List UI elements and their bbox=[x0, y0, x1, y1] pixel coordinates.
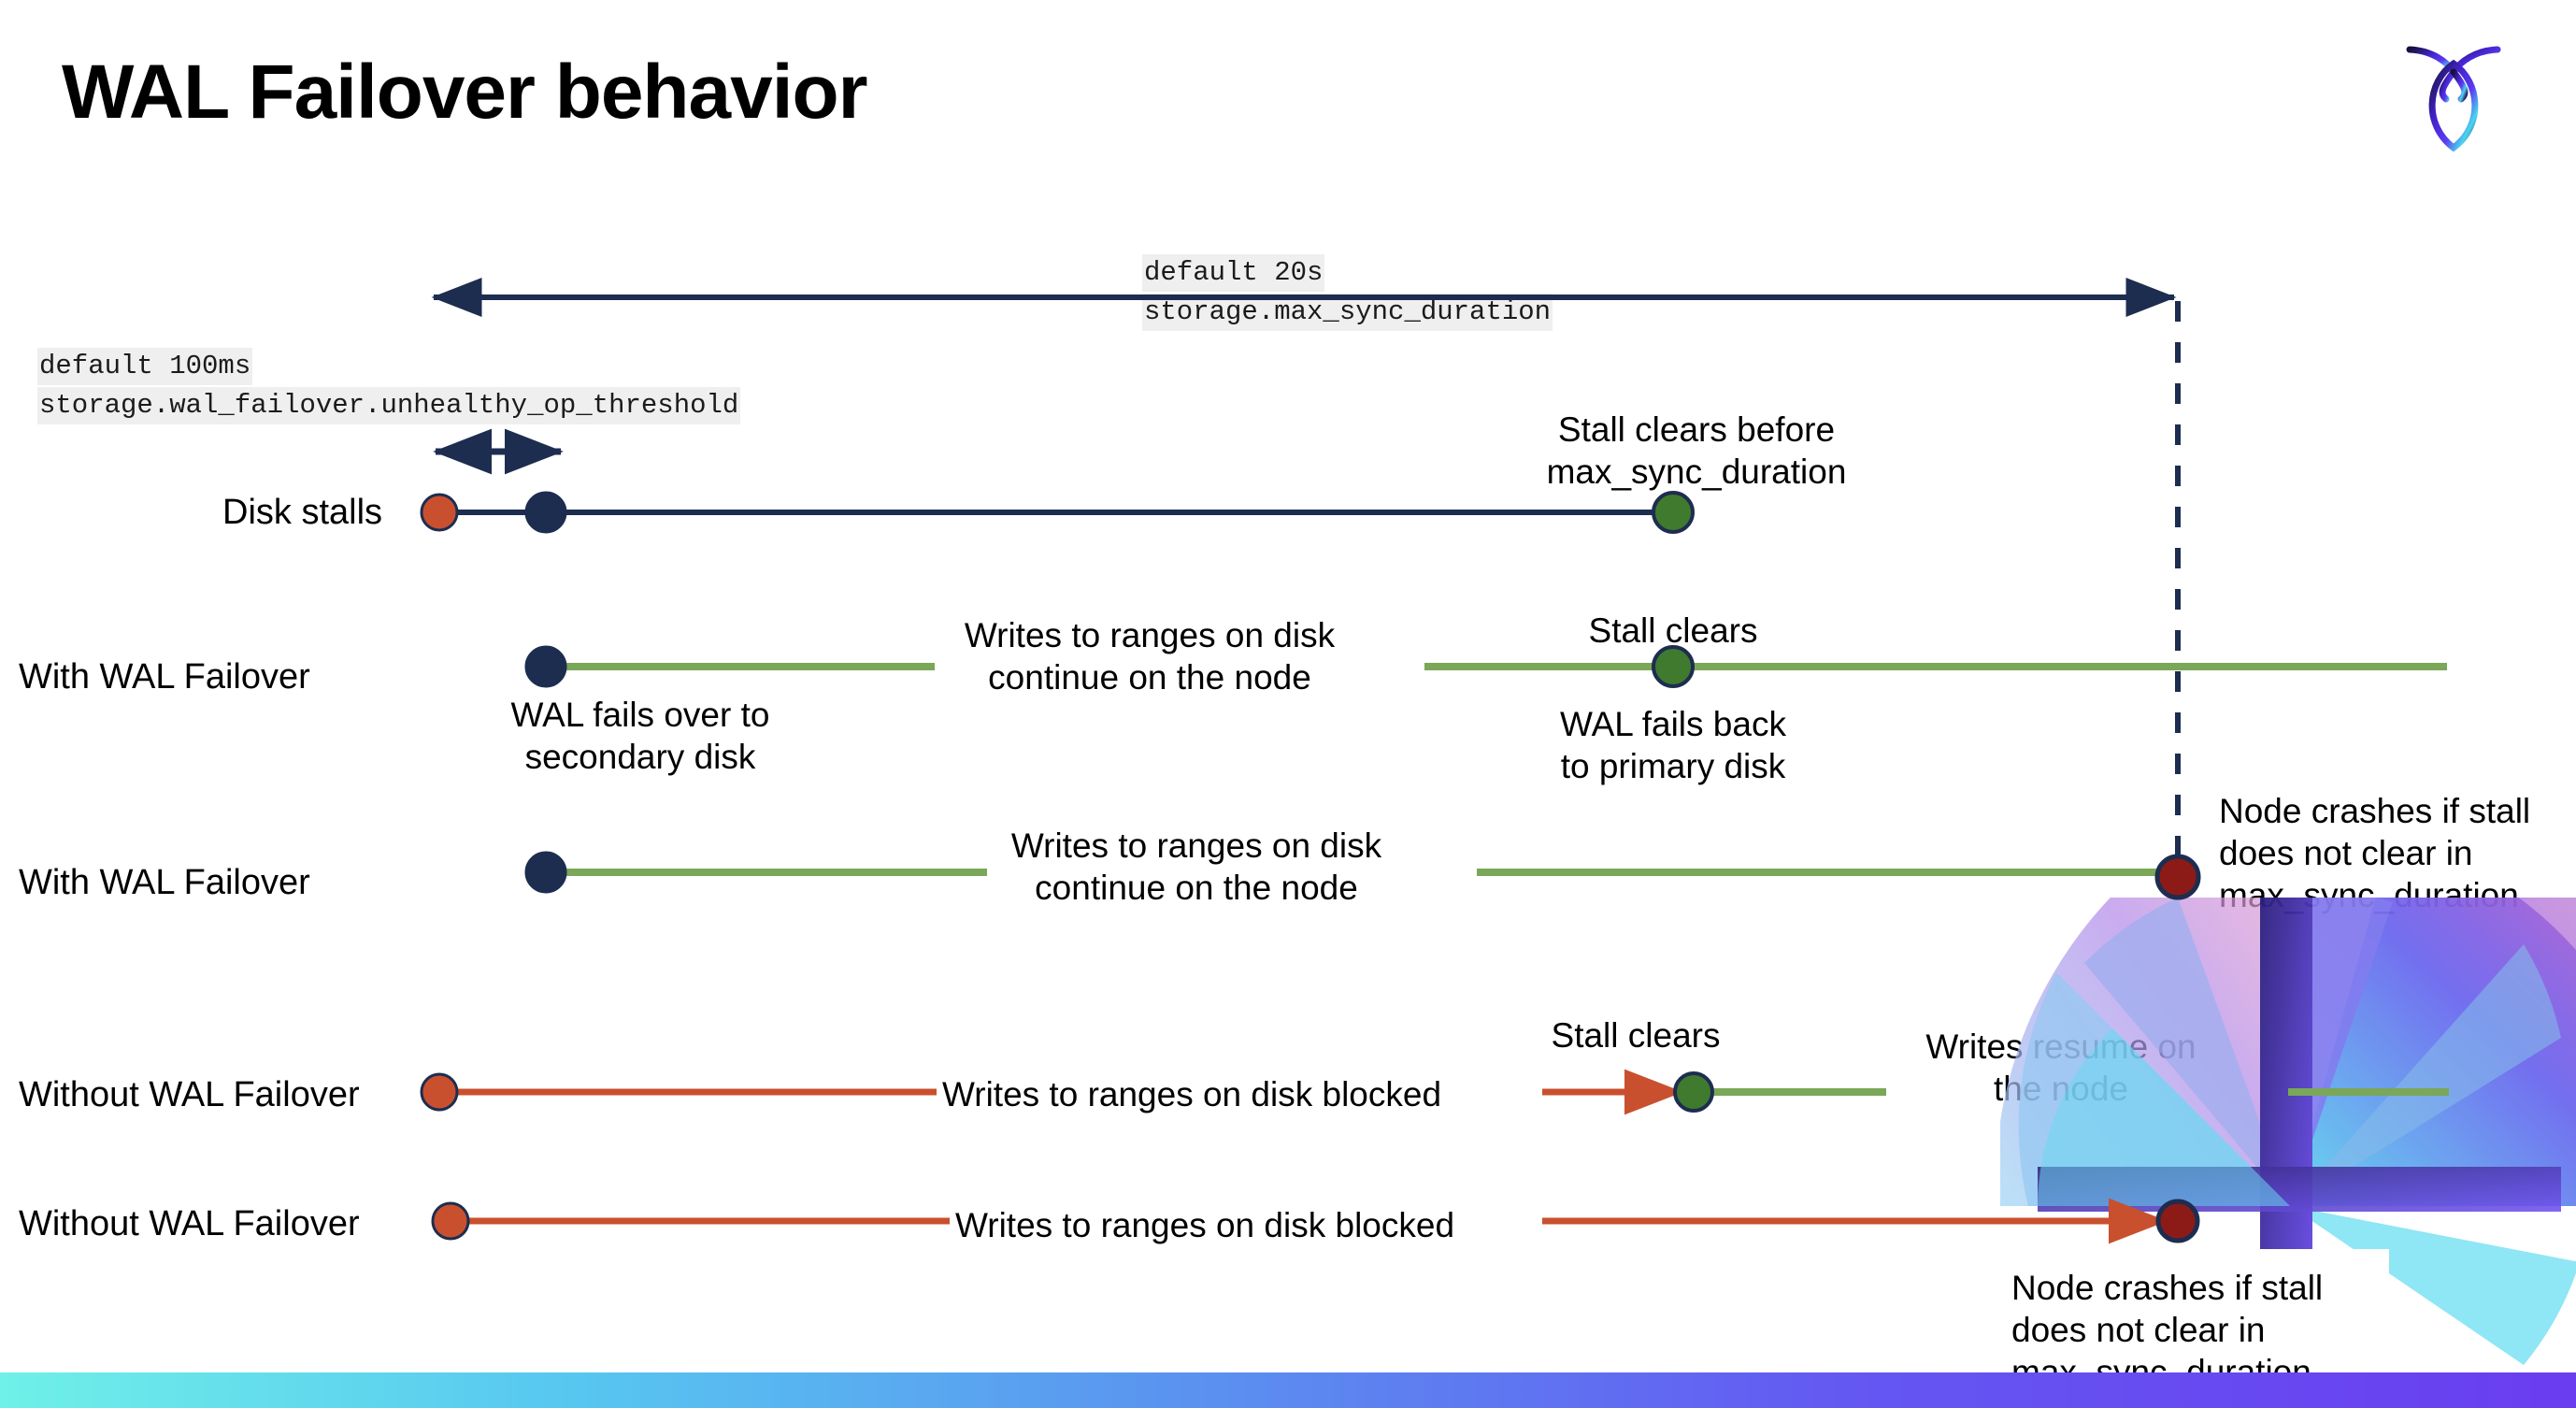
cockroach-logo-icon bbox=[2393, 28, 2514, 159]
row-label-with-wal-failover-clears: With WAL Failover bbox=[19, 657, 310, 697]
row4-stall-start-dot bbox=[420, 1072, 459, 1112]
note-wal-fails-back: WAL fails back to primary disk bbox=[1560, 705, 1786, 786]
row3-node-crash-dot bbox=[2154, 854, 2201, 900]
row2-failover-dot bbox=[524, 645, 567, 688]
note-writes-continue-row2: Writes to ranges on disk continue on the… bbox=[964, 616, 1336, 697]
note-writes-continue-row3: Writes to ranges on disk continue on the… bbox=[1010, 826, 1382, 908]
page-title: WAL Failover behavior bbox=[62, 50, 868, 135]
unhealthy-setting-label: storage.wal_failover.unhealthy_op_thresh… bbox=[37, 387, 741, 424]
row5-stall-start-dot bbox=[431, 1201, 470, 1241]
row5-node-crash-dot bbox=[2155, 1199, 2200, 1243]
row1-stall-clear-dot bbox=[1652, 491, 1695, 534]
row1-failover-dot bbox=[524, 491, 567, 534]
note-stall-clears-row4: Stall clears bbox=[1551, 1016, 1721, 1055]
row1-stall-start-dot bbox=[420, 493, 459, 532]
row-label-with-wal-failover-crash: With WAL Failover bbox=[19, 863, 310, 902]
note-stall-clears-row2: Stall clears bbox=[1588, 611, 1758, 650]
note-node-crashes-row3: Node crashes if stall does not clear in … bbox=[2219, 792, 2531, 915]
footer-gradient-bar bbox=[0, 1372, 2576, 1408]
note-wal-fails-over: WAL fails over to secondary disk bbox=[510, 696, 770, 777]
note-stall-clears-before-max-sync: Stall clears before max_sync_duration bbox=[1546, 410, 1847, 492]
row4-stall-clear-dot bbox=[1673, 1071, 1714, 1113]
row3-failover-dot bbox=[524, 851, 567, 894]
row-label-without-wal-failover-crash: Without WAL Failover bbox=[19, 1204, 360, 1243]
row-label-disk-stalls: Disk stalls bbox=[222, 493, 383, 532]
row2-stall-clear-dot bbox=[1652, 645, 1695, 688]
note-writes-blocked-row4: Writes to ranges on disk blocked bbox=[942, 1075, 1442, 1113]
unhealthy-default-label: default 100ms bbox=[37, 348, 253, 385]
row-label-without-wal-failover-clears: Without WAL Failover bbox=[19, 1075, 360, 1114]
note-writes-blocked-row5: Writes to ranges on disk blocked bbox=[955, 1206, 1455, 1244]
